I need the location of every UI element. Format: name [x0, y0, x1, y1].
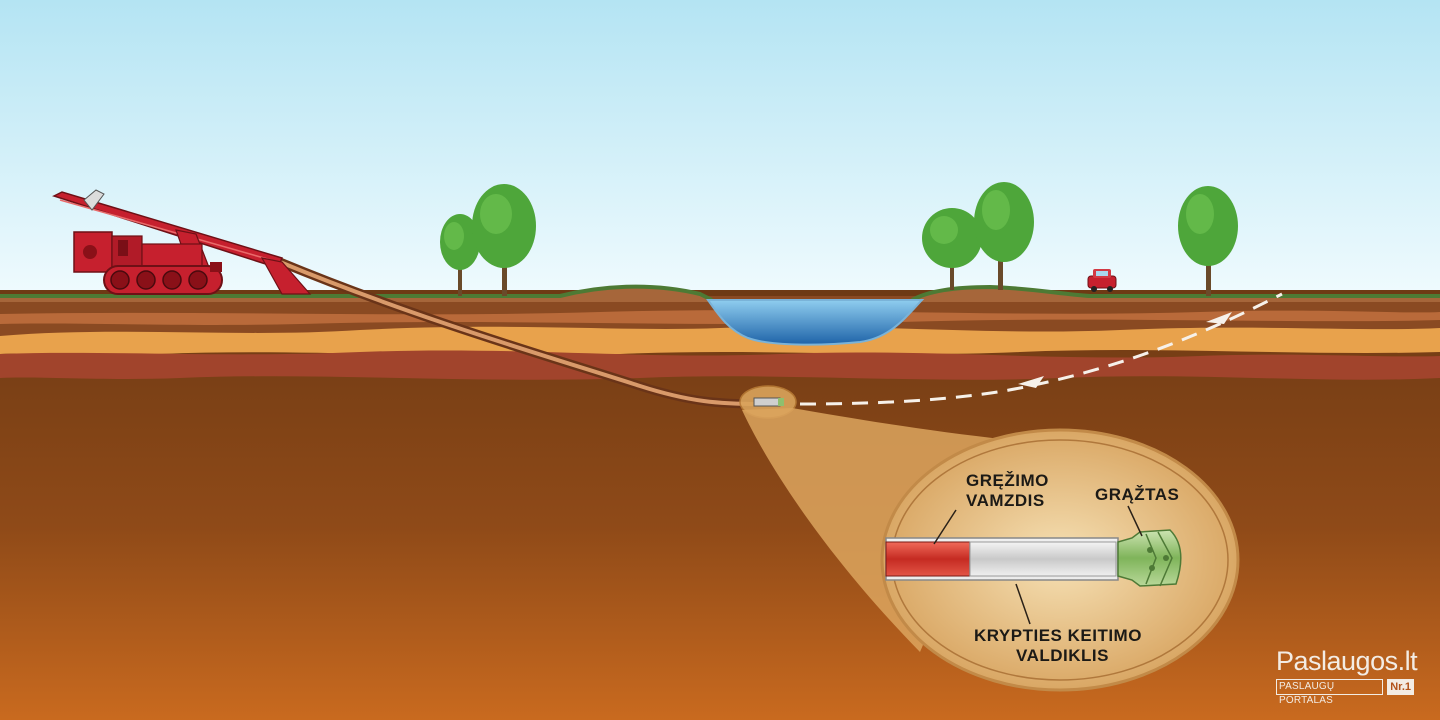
label-drill-pipe-1: GRĘŽIMO [966, 471, 1049, 490]
tree-group-right [922, 182, 1238, 296]
ground-surface [0, 286, 1440, 306]
watermark-badge: Nr.1 [1387, 679, 1414, 695]
watermark-brand: Paslaugos.lt [1276, 646, 1418, 676]
label-steering-2: VALDIKLIS [1016, 646, 1109, 665]
tree-group-left [440, 184, 536, 296]
direction-arrows [1018, 312, 1232, 388]
soil-layer-red [0, 350, 1440, 380]
rig-cab [73, 231, 113, 273]
drill-rig [52, 189, 312, 295]
leader-lines [933, 505, 1143, 625]
watermark-tagline-bar: PASLAUGŲ PORTALAS Nr.1 [1276, 679, 1414, 706]
label-steering-1: KRYPTIES KEITIMO [974, 626, 1142, 645]
watermark-tagline: PASLAUGŲ PORTALAS [1276, 679, 1384, 706]
label-drill-pipe-2: VAMZDIS [966, 491, 1045, 510]
pond [706, 299, 925, 346]
steering-sonde [969, 541, 1117, 577]
soil-layer-orange [0, 326, 1440, 356]
grass-line [0, 284, 1440, 302]
pipe-red-section [885, 541, 971, 577]
drill-string-highlight [279, 260, 761, 406]
drill-assembly-detail [885, 529, 1182, 587]
car [1087, 269, 1117, 292]
label-drill-bit: GRĄŽTAS [1095, 485, 1179, 504]
planned-path [799, 292, 1283, 406]
